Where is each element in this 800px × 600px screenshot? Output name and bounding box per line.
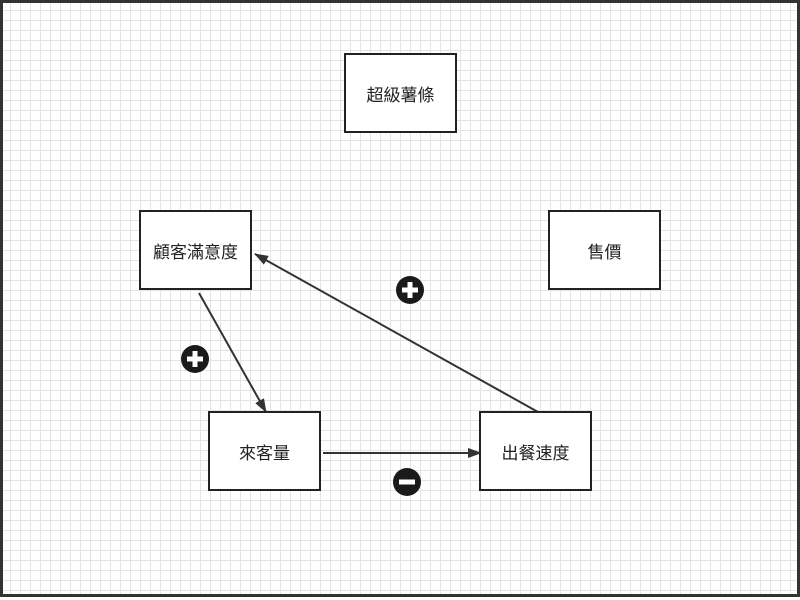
edges-layer xyxy=(181,253,539,496)
edge-satisfaction-to-traffic[interactable] xyxy=(198,292,267,413)
node-price[interactable]: 售價 xyxy=(548,210,661,290)
minus-icon xyxy=(393,468,421,496)
plus-icon xyxy=(396,276,424,304)
edge-speed-to-satisfaction[interactable] xyxy=(254,253,539,413)
node-serving-speed[interactable]: 出餐速度 xyxy=(479,411,592,491)
node-customer-satisfaction[interactable]: 顧客滿意度 xyxy=(139,210,252,290)
node-customer-traffic[interactable]: 來客量 xyxy=(208,411,321,491)
node-super-fries[interactable]: 超級薯條 xyxy=(344,53,457,133)
plus-icon xyxy=(181,345,209,373)
